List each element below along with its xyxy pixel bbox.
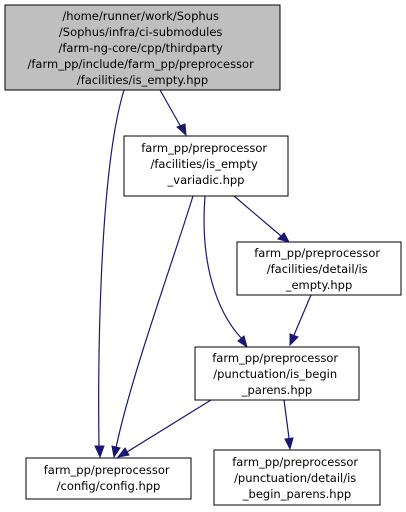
- node-detail-is-begin-parens-hpp[interactable]: farm_pp/preprocessor /punctuation/detail…: [213, 449, 381, 506]
- node-label: farm_pp/preprocessor /facilities/is_empt…: [141, 141, 271, 187]
- edge-root-to-is-empty-variadic: [159, 89, 187, 137]
- node-box: [236, 241, 402, 296]
- node-label: farm_pp/preprocessor /punctuation/detail…: [232, 455, 362, 501]
- edge-is-empty-variadic-to-detail-is-empty: [233, 195, 291, 243]
- arrowhead: [94, 445, 105, 459]
- node-config-hpp[interactable]: farm_pp/preprocessor /config/config.hpp: [25, 457, 192, 500]
- arrowhead: [237, 335, 248, 349]
- edge-is-begin-parens-to-detail-is-begin-parens: [283, 399, 294, 451]
- arrowhead: [289, 333, 299, 347]
- edge-is-empty-variadic-to-config: [111, 195, 194, 459]
- node-box: [194, 346, 360, 401]
- edge-root-to-config: [94, 89, 125, 459]
- edge-detail-is-empty-to-is-begin-parens: [289, 294, 312, 347]
- node-detail-is-empty-hpp[interactable]: farm_pp/preprocessor /facilities/detail/…: [236, 241, 402, 296]
- node-root-is-empty-hpp[interactable]: /home/runner/work/Sophus /Sophus/infra/c…: [4, 4, 281, 91]
- node-label: /home/runner/work/Sophus /Sophus/infra/c…: [28, 9, 258, 87]
- edges: [94, 89, 312, 459]
- arrowhead: [176, 123, 187, 137]
- edge-is-empty-variadic-to-is-begin-parens: [203, 195, 248, 349]
- arrowhead: [116, 447, 130, 458]
- arrowhead: [111, 445, 121, 459]
- node-is-begin-parens-hpp[interactable]: farm_pp/preprocessor /punctuation/is_beg…: [194, 346, 360, 401]
- arrowhead: [277, 232, 291, 243]
- edge-is-begin-parens-to-config: [116, 399, 212, 458]
- node-is-empty-variadic-hpp[interactable]: farm_pp/preprocessor /facilities/is_empt…: [123, 135, 289, 197]
- node-box: [25, 457, 192, 500]
- node-label: farm_pp/preprocessor /config/config.hpp: [44, 463, 174, 493]
- node-box: [123, 135, 289, 197]
- node-box: [4, 4, 281, 91]
- node-label: farm_pp/preprocessor /punctuation/is_beg…: [212, 351, 342, 397]
- node-box: [213, 449, 381, 506]
- node-label: farm_pp/preprocessor /facilities/detail/…: [254, 246, 384, 292]
- arrowhead: [284, 437, 294, 451]
